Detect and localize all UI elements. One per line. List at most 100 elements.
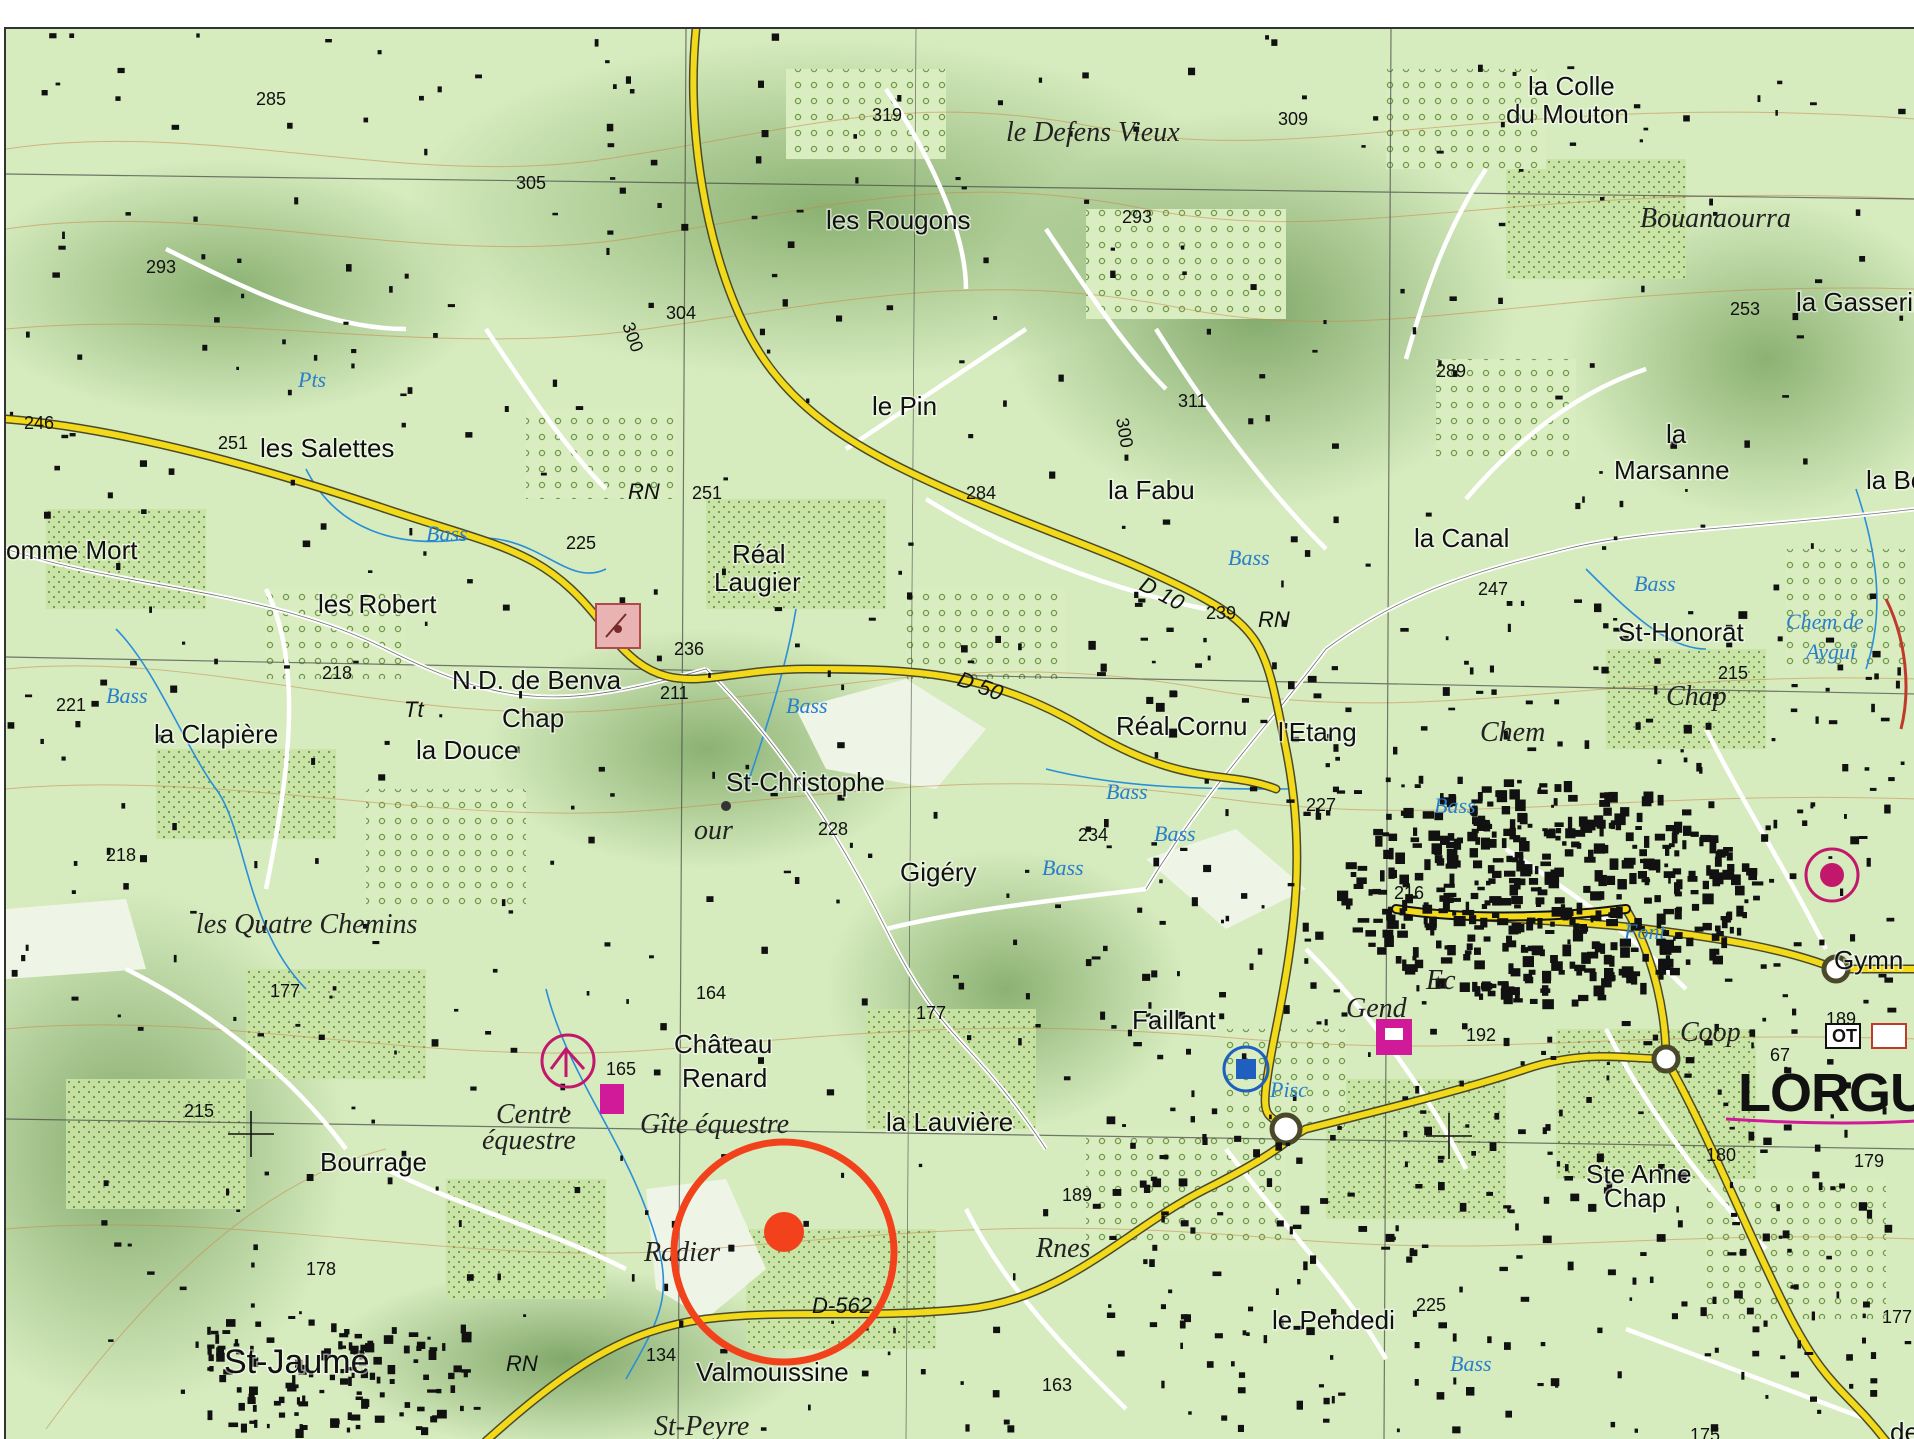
building: [1300, 1205, 1310, 1215]
elev-293b: 293: [1122, 207, 1152, 227]
building: [1685, 489, 1688, 492]
building: [1594, 942, 1602, 953]
building: [1619, 500, 1624, 508]
elev-189a: 189: [1826, 1009, 1856, 1029]
building: [1520, 600, 1525, 606]
label-st-peyre: St-Peyre: [654, 1411, 749, 1439]
label-bourrage: Bourrage: [320, 1147, 427, 1177]
building: [1452, 1426, 1461, 1434]
location-marker[interactable]: [670, 1138, 898, 1366]
building: [285, 1382, 296, 1389]
building: [394, 1050, 397, 1055]
building: [1100, 663, 1107, 672]
building: [1859, 256, 1866, 262]
building: [1765, 825, 1771, 831]
building: [360, 1369, 368, 1379]
building: [1593, 843, 1605, 854]
building: [1610, 907, 1618, 918]
building: [1291, 736, 1300, 743]
building: [1729, 1126, 1735, 1130]
building: [9, 411, 14, 416]
elev-247: 247: [1478, 579, 1508, 599]
building: [91, 700, 99, 707]
label-marsanne-2: Marsanne: [1614, 455, 1730, 485]
building: [1840, 888, 1844, 896]
building: [953, 974, 959, 979]
building: [1554, 897, 1565, 904]
building: [606, 123, 614, 132]
building: [1279, 1318, 1284, 1327]
building: [1302, 922, 1309, 932]
building: [1859, 836, 1868, 839]
building: [429, 1347, 438, 1351]
building: [1632, 1277, 1637, 1285]
building: [1511, 896, 1523, 905]
building: [1492, 858, 1504, 863]
building: [1514, 883, 1521, 890]
building: [1316, 1021, 1322, 1025]
building: [1657, 759, 1662, 764]
building: [273, 1400, 281, 1406]
building: [1399, 874, 1409, 885]
building: [1491, 983, 1497, 989]
building: [1345, 862, 1357, 870]
building: [140, 855, 147, 863]
building: [433, 333, 438, 338]
building: [1682, 809, 1692, 816]
building: [1773, 963, 1781, 967]
building: [255, 1321, 262, 1327]
building: [1168, 1289, 1173, 1294]
building: [423, 1374, 429, 1380]
building: [1560, 907, 1573, 919]
building: [1649, 1276, 1654, 1283]
building: [605, 60, 610, 64]
building: [404, 273, 409, 279]
building: [1585, 822, 1598, 827]
equestrian-symbol: [540, 1033, 596, 1089]
building: [1452, 1333, 1457, 1342]
building: [1709, 948, 1717, 961]
building: [339, 1333, 349, 1338]
building: [1777, 80, 1783, 85]
building: [26, 331, 30, 338]
building: [1723, 1102, 1729, 1107]
building: [613, 84, 617, 89]
building: [1514, 991, 1520, 1000]
building: [607, 143, 615, 148]
building: [1393, 746, 1398, 755]
building: [1790, 1371, 1799, 1378]
building: [1700, 524, 1706, 528]
building: [1487, 801, 1494, 807]
map-canvas[interactable]: le Defens Vieux la Colle du Mouton les R…: [6, 29, 1914, 1439]
topographic-map[interactable]: le Defens Vieux la Colle du Mouton les R…: [4, 27, 1914, 1439]
place-labels: le Defens Vieux la Colle du Mouton les R…: [6, 70, 1914, 1439]
building: [1589, 363, 1595, 368]
building: [1143, 1184, 1151, 1193]
location-circle[interactable]: [670, 1138, 898, 1366]
location-pin-dot[interactable]: [764, 1212, 804, 1252]
building: [266, 1337, 275, 1343]
label-road-rn-3: RN: [506, 1351, 538, 1376]
building: [1368, 942, 1376, 947]
building: [1202, 1137, 1208, 1145]
label-bass-7: Bass: [1434, 793, 1476, 818]
building: [1599, 891, 1605, 900]
building: [1769, 878, 1775, 883]
building: [1503, 779, 1515, 787]
building: [1248, 1306, 1254, 1312]
building: [284, 665, 290, 669]
building: [1326, 810, 1331, 816]
building: [1055, 904, 1061, 909]
building: [1159, 879, 1163, 884]
building: [1827, 1059, 1834, 1065]
building: [1818, 1182, 1823, 1190]
building: [1413, 965, 1418, 972]
building: [1502, 942, 1509, 952]
building: [1654, 895, 1661, 903]
building: [1674, 821, 1683, 833]
tourist-office-symbol: [1825, 1023, 1861, 1049]
building: [1503, 1037, 1510, 1047]
building: [149, 606, 152, 613]
building: [1449, 296, 1457, 301]
building: [1257, 948, 1263, 955]
